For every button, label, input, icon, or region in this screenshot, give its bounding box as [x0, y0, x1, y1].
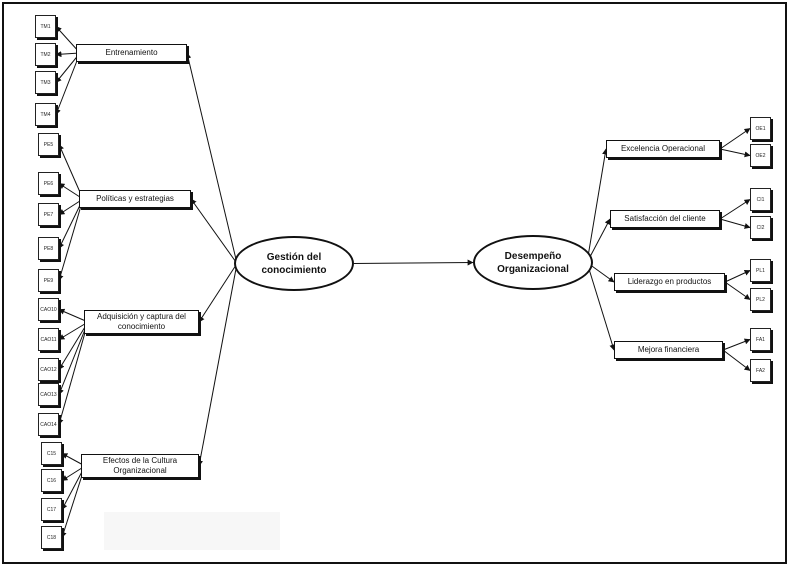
- indicator-ci1: CI1: [750, 188, 771, 211]
- indicator-cao12: CAO12: [38, 358, 59, 381]
- dimension-label: Entrenamiento: [105, 48, 158, 57]
- indicator-label: TM3: [40, 79, 51, 86]
- indicator-cao14: CAO14: [38, 413, 59, 436]
- indicator-pl1: PL1: [750, 259, 771, 282]
- indicator-label: CAO11: [40, 336, 57, 343]
- indicator-label: CAO14: [40, 421, 57, 428]
- arrow-liderazgo-to-pl1: [724, 270, 751, 283]
- indicator-label: C17: [46, 506, 57, 513]
- diagram-frame: [2, 2, 787, 564]
- indicator-cao11: CAO11: [38, 328, 59, 351]
- dimension-mejora: Mejora financiera: [614, 341, 723, 359]
- dimension-label: Adquisición y captura del conocimiento: [97, 312, 186, 331]
- construct-label: Desempeño Organizacional: [497, 250, 569, 275]
- dimension-label: Mejora financiera: [637, 345, 700, 354]
- indicator-label: CAO12: [40, 366, 57, 373]
- indicator-label: PE5: [43, 141, 54, 148]
- indicator-fa1: FA1: [750, 328, 771, 351]
- arrow-adquisicion-to-cao11: [58, 321, 89, 340]
- arrow-excelencia-to-oe2: [719, 148, 751, 158]
- indicator-pe8: PE8: [38, 237, 59, 260]
- dimension-entrenamiento: Entrenamiento: [76, 44, 187, 62]
- construct-gestion: Gestión del conocimiento: [234, 236, 354, 291]
- indicator-pe5: PE5: [38, 133, 59, 156]
- arrow-satisfaccion-to-ci2: [719, 218, 751, 229]
- indicator-cao10: CAO10: [38, 298, 59, 321]
- indicator-label: PE7: [43, 211, 54, 218]
- dimension-excelencia: Excelencia Operacional: [606, 140, 720, 158]
- indicator-tm4: TM4: [35, 103, 56, 126]
- dimension-label: Efectos de la Cultura Organizacional: [102, 456, 178, 475]
- indicator-label: CAO10: [40, 306, 57, 313]
- indicator-label: C18: [46, 534, 57, 541]
- dimension-politicas: Políticas y estrategias: [79, 190, 191, 208]
- arrow-construct-to-mejora: [586, 262, 616, 351]
- indicator-pl2: PL2: [750, 288, 771, 311]
- indicator-label: TM1: [40, 23, 51, 30]
- arrow-mejora-to-fa1: [722, 338, 751, 351]
- indicator-pe7: PE7: [38, 203, 59, 226]
- indicator-pe6: PE6: [38, 172, 59, 195]
- dimension-label: Satisfacción del cliente: [624, 214, 706, 223]
- indicator-c15: C15: [41, 442, 62, 465]
- indicator-label: CI2: [756, 224, 765, 231]
- arrow-construct-to-cultura: [197, 263, 238, 467]
- indicator-label: PL2: [756, 296, 765, 303]
- indicator-label: C16: [46, 477, 57, 484]
- indicator-oe2: OE2: [750, 144, 771, 167]
- indicator-c16: C16: [41, 469, 62, 492]
- indicator-oe1: OE1: [750, 117, 771, 140]
- arrow-adquisicion-to-cao14: [57, 321, 89, 426]
- indicator-label: PE9: [43, 277, 54, 284]
- arrow-construct-to-adquisicion: [198, 263, 238, 323]
- indicator-label: CAO13: [40, 391, 57, 398]
- arrow-adquisicion-to-cao10: [58, 308, 89, 323]
- arrow-entrenamiento-to-tm4: [55, 52, 81, 116]
- indicator-label: TM4: [40, 111, 51, 118]
- arrow-adquisicion-to-cao12: [58, 321, 89, 371]
- arrow-politicas-to-pe9: [57, 198, 84, 282]
- indicator-label: OE2: [755, 152, 766, 159]
- indicator-label: PE6: [43, 180, 54, 187]
- indicator-cao13: CAO13: [38, 383, 59, 406]
- dimension-adquisicion: Adquisición y captura del conocimiento: [84, 310, 199, 334]
- indicator-label: PL1: [756, 267, 765, 274]
- indicator-c17: C17: [41, 498, 62, 521]
- indicator-label: PE8: [43, 245, 54, 252]
- scan-artifact: [104, 512, 280, 550]
- dimension-label: Políticas y estrategias: [96, 194, 174, 203]
- dimension-label: Liderazgo en productos: [627, 277, 712, 286]
- indicator-pe9: PE9: [38, 269, 59, 292]
- indicator-tm2: TM2: [35, 43, 56, 66]
- arrow-politicas-to-pe5: [58, 143, 84, 200]
- dimension-liderazgo: Liderazgo en productos: [614, 273, 725, 291]
- indicator-ci2: CI2: [750, 216, 771, 239]
- arrow-excelencia-to-oe1: [719, 128, 751, 150]
- indicator-c18: C18: [41, 526, 62, 549]
- construct-label: Gestión del conocimiento: [261, 251, 327, 276]
- arrow-construct-to-excelencia: [586, 148, 609, 263]
- indicator-label: TM2: [40, 51, 51, 58]
- indicator-fa2: FA2: [750, 359, 771, 382]
- arrow-construct-to-politicas: [190, 198, 238, 264]
- construct-desempeno: Desempeño Organizacional: [473, 235, 593, 290]
- indicator-label: C15: [46, 450, 57, 457]
- dimension-cultura: Efectos de la Cultura Organizacional: [81, 454, 199, 478]
- indicator-label: OE1: [755, 125, 766, 132]
- arrow-gestion-to-desempeno: [353, 259, 474, 266]
- indicator-label: FA1: [756, 336, 765, 343]
- dimension-label: Excelencia Operacional: [620, 144, 706, 153]
- arrow-adquisicion-to-cao13: [58, 321, 89, 396]
- dimension-satisfaccion: Satisfacción del cliente: [610, 210, 720, 228]
- arrow-satisfaccion-to-ci1: [719, 199, 751, 220]
- indicator-tm3: TM3: [35, 71, 56, 94]
- indicator-label: FA2: [756, 367, 765, 374]
- indicator-tm1: TM1: [35, 15, 56, 38]
- arrow-mejora-to-fa2: [722, 349, 751, 371]
- arrow-construct-to-entrenamiento: [185, 52, 238, 264]
- indicator-label: CI1: [756, 196, 765, 203]
- arrow-liderazgo-to-pl2: [724, 281, 751, 300]
